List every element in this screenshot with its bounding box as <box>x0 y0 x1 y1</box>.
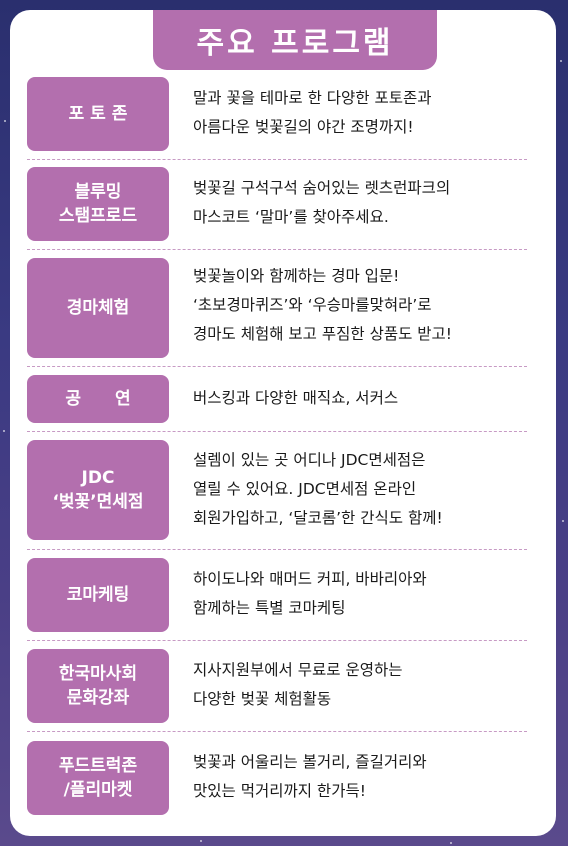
program-label-food-truck: 푸드트럭존 /플리마켓 <box>27 741 169 815</box>
desc-line: 하이도나와 매머드 커피, 바바리아와 <box>193 570 427 588</box>
divider <box>27 366 527 367</box>
program-label-line: 스탬프로드 <box>58 206 138 226</box>
program-label-line: /플리마켓 <box>63 780 133 800</box>
program-label-jdc: JDC ‘벚꽃’면세점 <box>27 440 169 540</box>
desc-line: 다양한 벚꽃 체험활동 <box>193 690 332 708</box>
desc-line: 아름다운 벚꽃길의 야간 조명까지! <box>193 118 414 136</box>
desc-line: 벚꽃길 구석구석 숨어있는 렛츠런파크의 <box>193 179 451 197</box>
desc-line: 말과 꽃을 테마로 한 다양한 포토존과 <box>193 89 432 107</box>
desc-line: 지사지원부에서 무료로 운영하는 <box>193 661 403 679</box>
page-title: 주요 프로그램 <box>153 10 437 70</box>
desc-line: 함께하는 특별 코마케팅 <box>193 599 346 617</box>
desc-line: 벚꽃과 어울리는 볼거리, 즐길거리와 <box>193 753 427 771</box>
program-desc-culture-class: 지사지원부에서 무료로 운영하는 다양한 벚꽃 체험활동 <box>193 656 403 714</box>
program-desc-performance: 버스킹과 다양한 매직쇼, 서커스 <box>193 384 398 413</box>
program-label-line: 푸드트럭존 <box>58 756 138 776</box>
program-label-line: 공 연 <box>65 389 131 409</box>
program-label-photozone: 포 토 존 <box>27 77 169 151</box>
program-label-line: 포 토 존 <box>68 104 128 124</box>
desc-line: 경마도 체험해 보고 푸짐한 상품도 받고! <box>193 325 453 343</box>
desc-line: 설렘이 있는 곳 어디나 JDC면세점은 <box>193 451 426 469</box>
program-label-performance: 공 연 <box>27 375 169 423</box>
desc-line: 열릴 수 있어요. JDC면세점 온라인 <box>193 480 417 498</box>
desc-line: 벚꽃놀이와 함께하는 경마 입문! <box>193 267 400 285</box>
desc-line: 회원가입하고, ‘달코롬’한 간식도 함께! <box>193 509 443 527</box>
program-label-line: 코마케팅 <box>66 585 130 605</box>
desc-line: 마스코트 ‘말마’를 찾아주세요. <box>193 208 389 226</box>
program-desc-food-truck: 벚꽃과 어울리는 볼거리, 즐길거리와 맛있는 먹거리까지 한가득! <box>193 748 427 806</box>
program-label-line: 경마체험 <box>66 298 130 318</box>
program-desc-photozone: 말과 꽃을 테마로 한 다양한 포토존과 아름다운 벚꽃길의 야간 조명까지! <box>193 84 432 142</box>
desc-line: 버스킹과 다양한 매직쇼, 서커스 <box>193 389 399 407</box>
program-label-culture-class: 한국마사회 문화강좌 <box>27 649 169 723</box>
desc-line: ‘초보경마퀴즈’와 ‘우승마를맞혀라’로 <box>193 296 432 314</box>
divider <box>27 431 527 432</box>
divider <box>27 549 527 550</box>
divider <box>27 731 527 732</box>
program-label-line: 블루밍 <box>74 182 122 202</box>
program-label-line: 문화강좌 <box>66 688 130 708</box>
divider <box>27 159 527 160</box>
program-desc-horse-racing: 벚꽃놀이와 함께하는 경마 입문! ‘초보경마퀴즈’와 ‘우승마를맞혀라’로 경… <box>193 262 452 349</box>
program-label-horse-racing: 경마체험 <box>27 258 169 358</box>
program-label-co-marketing: 코마케팅 <box>27 558 169 632</box>
program-desc-blooming: 벚꽃길 구석구석 숨어있는 렛츠런파크의 마스코트 ‘말마’를 찾아주세요. <box>193 174 450 232</box>
program-label-blooming: 블루밍 스탬프로드 <box>27 167 169 241</box>
program-label-line: ‘벚꽃’면세점 <box>52 492 144 512</box>
program-desc-jdc: 설렘이 있는 곳 어디나 JDC면세점은 열릴 수 있어요. JDC면세점 온라… <box>193 446 443 533</box>
desc-line: 맛있는 먹거리까지 한가득! <box>193 782 366 800</box>
program-desc-co-marketing: 하이도나와 매머드 커피, 바바리아와 함께하는 특별 코마케팅 <box>193 565 427 623</box>
divider <box>27 249 527 250</box>
divider <box>27 640 527 641</box>
program-label-line: JDC <box>81 468 115 488</box>
program-label-line: 한국마사회 <box>58 664 138 684</box>
